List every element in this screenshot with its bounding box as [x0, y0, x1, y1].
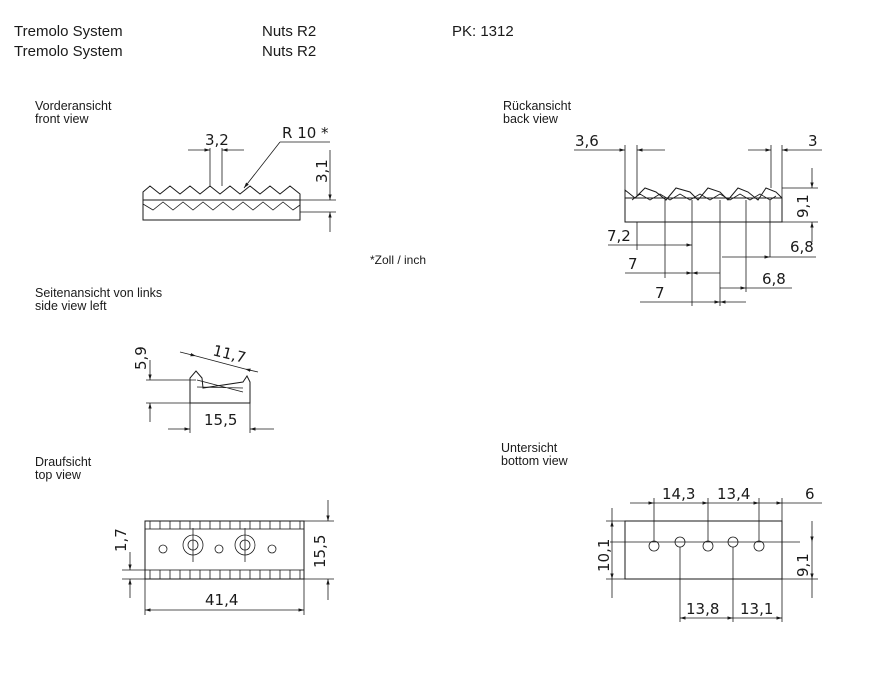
top-view: 1,7 15,5 41,4: [112, 500, 334, 615]
bottom-dim-6: 6: [805, 485, 815, 503]
back-dim-68a: 6,8: [790, 238, 814, 256]
back-view: 3,6 3 9,1 7,2 6,8 7 6: [574, 132, 822, 306]
side-view-label: Seitenansicht von links side view left: [35, 287, 162, 313]
bottom-view-label-en: bottom view: [501, 454, 568, 468]
front-view: 3,2 R 10 * 3,1: [142, 124, 336, 232]
side-view-body: [189, 370, 251, 404]
bottom-dim-right: 9,1: [794, 553, 812, 577]
bottom-view-label: Untersicht bottom view: [501, 442, 568, 468]
top-view-label-de: Draufsicht: [35, 455, 92, 469]
top-dim-height: 15,5: [311, 535, 329, 568]
front-view-body: [142, 199, 301, 221]
back-view-body: [624, 197, 783, 223]
front-dim-height: 3,1: [313, 159, 331, 183]
top-dim-small: 1,7: [112, 528, 130, 552]
bottom-dim-138: 13,8: [686, 600, 719, 618]
bottom-view-body: [624, 520, 783, 580]
side-dim-height: 5,9: [132, 346, 150, 370]
back-dim-7b: 7: [655, 284, 665, 302]
back-dim-7a: 7: [628, 255, 638, 273]
front-view-label-en: front view: [35, 112, 89, 126]
bottom-dim-131: 13,1: [740, 600, 773, 618]
bottom-dim-134: 13,4: [717, 485, 750, 503]
back-view-label: Rückansicht back view: [503, 100, 571, 126]
title-part-2: Nuts R2: [262, 43, 317, 60]
part-number: PK: 1312: [452, 23, 514, 40]
side-dim-depth: 15,5: [204, 411, 237, 429]
bottom-dim-143: 14,3: [662, 485, 695, 503]
top-view-body: [144, 520, 305, 580]
back-dim-height: 9,1: [794, 194, 812, 218]
top-view-label: Draufsicht top view: [35, 456, 91, 482]
top-view-label-en: top view: [35, 468, 81, 482]
front-dim-radius: R 10 *: [282, 124, 329, 142]
back-dim-right: 3: [808, 132, 818, 150]
front-view-label-de: Vorderansicht: [35, 99, 112, 113]
back-dim-72: 7,2: [607, 227, 631, 245]
side-view: 5,9 11,7 15,5: [132, 341, 274, 433]
top-dim-width: 41,4: [205, 591, 238, 609]
back-view-label-en: back view: [503, 112, 558, 126]
title-product-1: Tremolo System: [14, 23, 123, 40]
bottom-view: 14,3 13,4 6 10,1 9,1 13,8 13,1: [595, 485, 822, 622]
side-view-label-en: side view left: [35, 299, 107, 313]
back-view-teeth: [624, 187, 783, 201]
back-view-label-de: Rückansicht: [503, 99, 572, 113]
unit-note: *Zoll / inch: [370, 253, 426, 267]
front-view-teeth: [142, 185, 301, 200]
bottom-view-label-de: Untersicht: [501, 441, 558, 455]
back-dim-left: 3,6: [575, 132, 599, 150]
side-dim-slope: 11,7: [211, 341, 248, 367]
title-part-1: Nuts R2: [262, 23, 317, 40]
back-dim-68b: 6,8: [762, 270, 786, 288]
bottom-dim-height: 10,1: [595, 539, 613, 572]
front-view-label: Vorderansicht front view: [35, 100, 111, 126]
title-product-2: Tremolo System: [14, 43, 123, 60]
side-view-label-de: Seitenansicht von links: [35, 286, 163, 300]
front-dim-width: 3,2: [205, 131, 229, 149]
